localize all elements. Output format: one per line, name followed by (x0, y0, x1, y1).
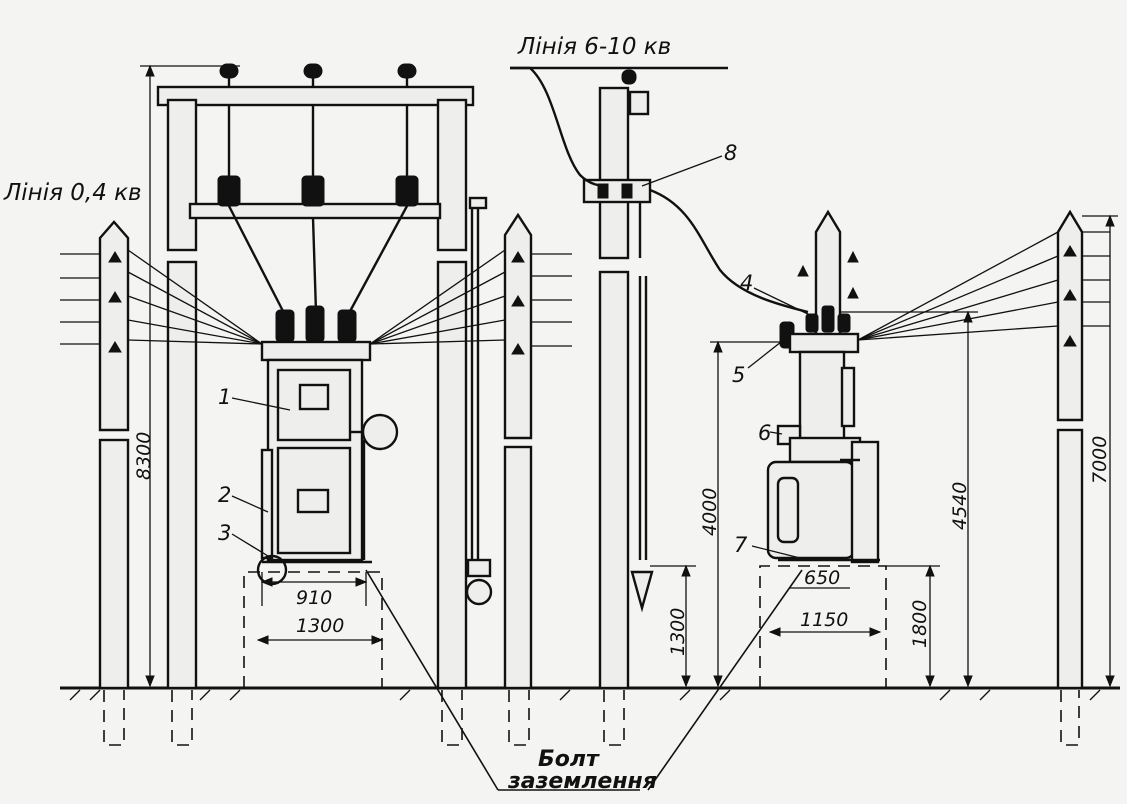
dim-4000: 4000 (699, 488, 721, 536)
ground-bolt-leaders (365, 569, 803, 791)
fuse-icon (217, 175, 419, 207)
drive-rod-left (465, 196, 493, 606)
dim-1800: 1800 (909, 600, 931, 648)
lv-line-label: Лінія 0,4 кв (3, 180, 142, 206)
ground-bolt-label-line1: Болт (538, 747, 600, 772)
lv-pole-middle (503, 212, 572, 746)
callout-5: 5 (732, 363, 745, 387)
ground-line (60, 686, 1120, 701)
dimension-lines (140, 65, 1118, 686)
dim-1300-base: 1300 (296, 615, 344, 637)
hv-line-label: Лінія 6-10 кв (517, 34, 671, 60)
transformer-right (759, 209, 1059, 688)
callout-1: 1 (218, 385, 231, 409)
dim-8300: 8300 (133, 432, 155, 480)
pin-insulator-icon (219, 63, 417, 88)
callout-3: 3 (218, 521, 231, 545)
dim-1300-drive: 1300 (667, 608, 689, 656)
dim-4540: 4540 (949, 482, 971, 530)
ground-bolt-label-line2: заземлення (507, 769, 657, 794)
callout-leaders (231, 155, 813, 559)
callout-7: 7 (734, 533, 748, 557)
dim-7000: 7000 (1089, 436, 1111, 484)
callout-8: 8 (724, 141, 737, 165)
transformer-left (127, 249, 506, 688)
callout-4: 4 (740, 271, 753, 295)
callout-6: 6 (758, 421, 771, 445)
portal-frame (156, 63, 475, 746)
dimension-arrows (145, 64, 1115, 688)
dim-650: 650 (804, 567, 840, 589)
lv-pole-left (60, 220, 130, 746)
hv-pole (510, 66, 809, 746)
callout-2: 2 (218, 483, 231, 507)
lv-pole-right (1056, 209, 1110, 746)
dim-910: 910 (296, 587, 332, 609)
dim-1150: 1150 (800, 609, 848, 631)
